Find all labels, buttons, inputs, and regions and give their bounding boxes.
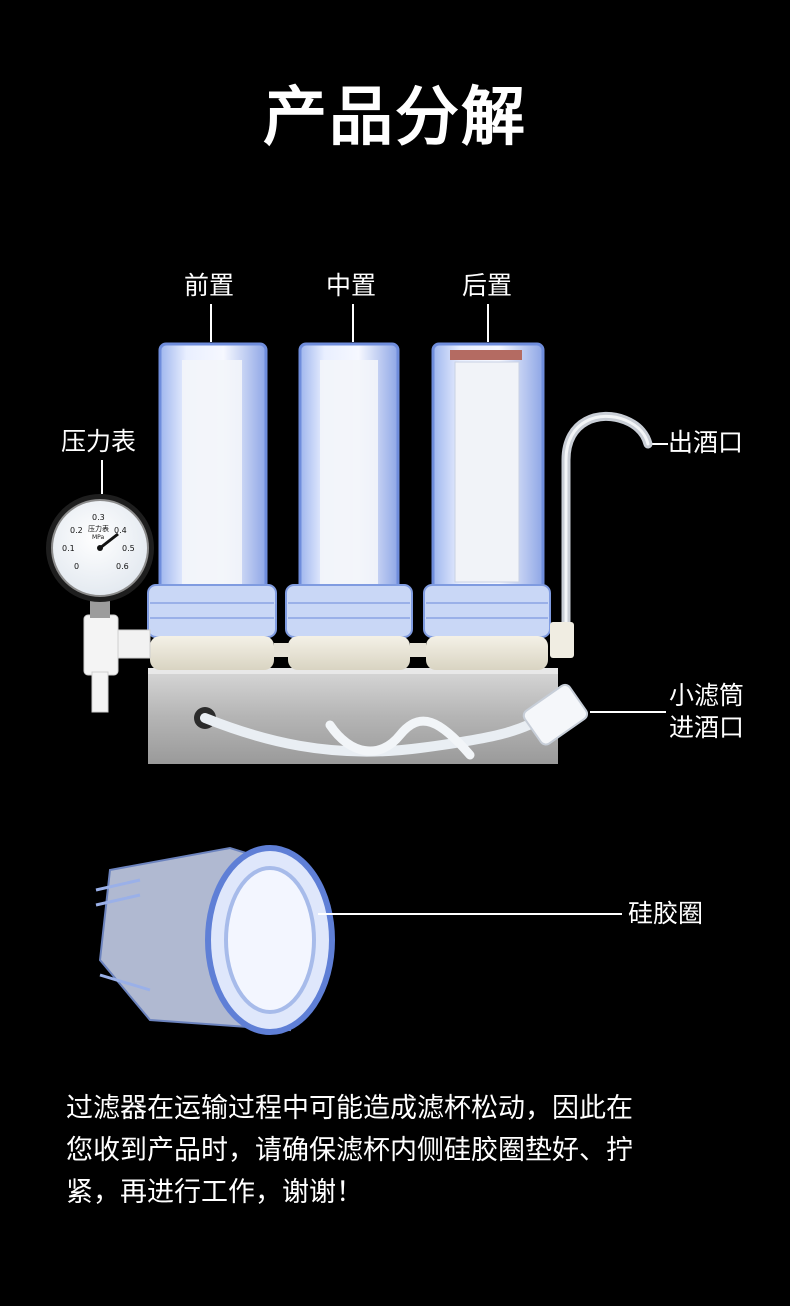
rear-filter-housing: [423, 342, 551, 670]
callout-line-middle: [352, 304, 354, 342]
callout-line-front: [210, 304, 212, 342]
outlet-faucet: [550, 411, 653, 658]
label-inlet-line1: 小滤筒: [669, 681, 745, 710]
gauge-unit: MPa: [92, 534, 105, 541]
gauge-tick-2: 0.2: [70, 526, 83, 535]
middle-filter-housing: [285, 342, 413, 670]
usage-note-line-1: 过滤器在运输过程中可能造成滤杯松动，因此在: [66, 1093, 633, 1124]
callout-line-inlet: [590, 711, 666, 713]
callout-line-rear: [487, 304, 489, 342]
label-rear-filter: 后置: [462, 271, 513, 300]
callout-line-outlet: [648, 443, 668, 445]
label-outlet: 出酒口: [668, 428, 744, 457]
gauge-face-text: 0 0.1 0.2 0.3 0.4 0.5 0.6 压力表 MPa: [60, 510, 140, 590]
label-silicone-seal: 硅胶圈: [628, 899, 704, 928]
gauge-caption: 压力表: [88, 525, 109, 533]
callout-line-gauge: [101, 460, 103, 494]
callout-line-seal: [318, 913, 622, 915]
gauge-tick-4: 0.4: [114, 526, 127, 535]
label-front-filter: 前置: [184, 271, 235, 300]
gauge-tick-5: 0.5: [122, 544, 135, 553]
gauge-tick-6: 0.6: [116, 562, 129, 571]
pressure-gauge: [46, 494, 154, 713]
label-inlet: 小滤筒 进酒口: [669, 680, 744, 744]
label-pressure-gauge: 压力表: [61, 427, 137, 456]
usage-note-line-3: 紧，再进行工作，谢谢！: [66, 1177, 363, 1208]
label-middle-filter: 中置: [326, 271, 377, 300]
label-inlet-line2: 进酒口: [669, 713, 745, 742]
gauge-tick-0: 0: [74, 562, 80, 571]
usage-note-line-2: 您收到产品时，请确保滤杯内侧硅胶圈垫好、拧: [66, 1135, 633, 1166]
usage-note: 过滤器在运输过程中可能造成滤杯松动，因此在 您收到产品时，请确保滤杯内侧硅胶圈垫…: [66, 1088, 726, 1214]
gauge-tick-3: 0.3: [92, 513, 105, 522]
front-filter-housing: [147, 342, 277, 670]
gauge-tick-1: 0.1: [62, 544, 75, 553]
page-title: 产品分解: [263, 81, 527, 155]
filter-cup-illustration: [95, 845, 335, 1035]
